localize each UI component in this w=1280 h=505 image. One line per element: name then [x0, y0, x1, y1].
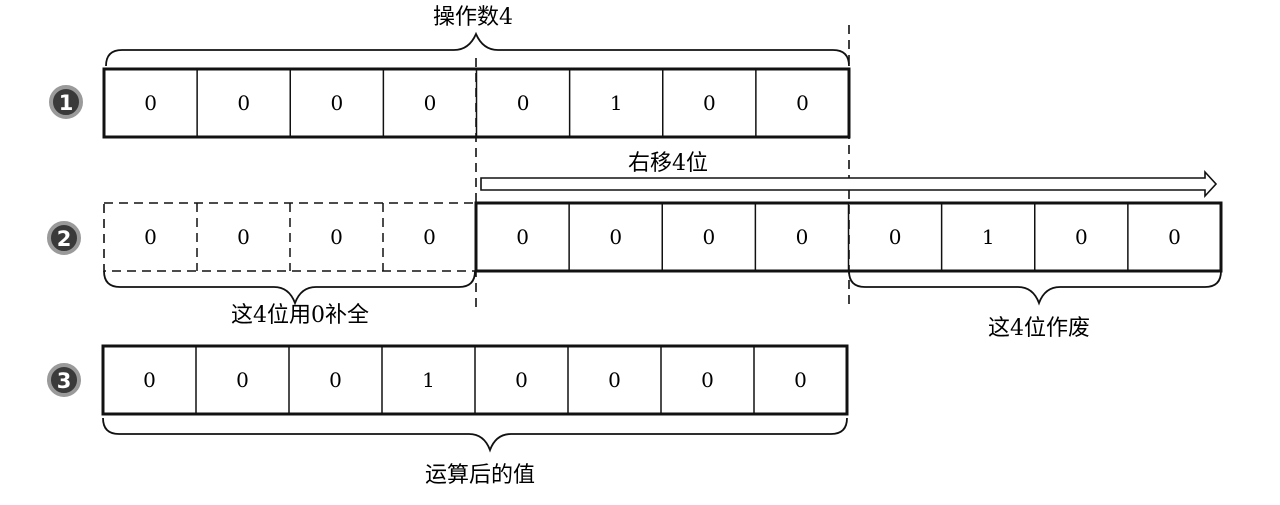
- bit-value: 0: [609, 225, 622, 249]
- step-badge-3: 3: [47, 363, 81, 397]
- bit-value: 0: [701, 368, 714, 392]
- zero-fill-row: 0 0 0 0: [103, 202, 477, 272]
- bit-value: 0: [516, 225, 529, 249]
- bit-value: 0: [237, 225, 250, 249]
- step-badge-1: 1: [49, 85, 83, 119]
- bit-value: 0: [796, 225, 809, 249]
- bit-value: 0: [144, 225, 157, 249]
- bit-value: 0: [236, 368, 249, 392]
- shift-arrow: [480, 169, 1218, 199]
- result-label: 运算后的值: [425, 463, 535, 488]
- bit-value: 0: [796, 91, 809, 115]
- bit-value: 0: [1168, 225, 1181, 249]
- bit-value: 0: [703, 91, 716, 115]
- discarded-label: 这4位作废: [988, 316, 1090, 341]
- shift-label: 右移4位: [628, 151, 708, 176]
- bit-value: 0: [1075, 225, 1088, 249]
- bit-value: 0: [330, 225, 343, 249]
- zero-fill-brace: [103, 270, 476, 306]
- step-badge-2: 2: [47, 221, 81, 255]
- bit-value: 1: [422, 368, 435, 392]
- bit-value: 0: [423, 225, 436, 249]
- step-number: 2: [57, 227, 72, 251]
- result-row: 0 0 0 1 0 0 0 0: [101, 344, 849, 416]
- bit-value: 1: [610, 91, 623, 115]
- bit-value: 0: [702, 225, 715, 249]
- bit-value: 0: [329, 368, 342, 392]
- bit-value: 0: [515, 368, 528, 392]
- bit-value: 0: [608, 368, 621, 392]
- step-number: 1: [59, 91, 74, 115]
- bit-value: 0: [143, 368, 156, 392]
- bit-value: 0: [330, 91, 343, 115]
- bit-value: 0: [237, 91, 250, 115]
- discarded-brace: [848, 270, 1222, 306]
- bit-value: 0: [144, 91, 157, 115]
- operand-row: 0 0 0 0 0 1 0 0: [102, 67, 851, 139]
- shifted-row: 0 0 0 0 0 1 0 0: [474, 201, 1223, 273]
- operand-label: 操作数4: [433, 5, 513, 30]
- zero-fill-label: 这4位用0补全: [231, 303, 369, 328]
- bit-value: 0: [794, 368, 807, 392]
- result-brace: [102, 417, 848, 453]
- step-number: 3: [57, 369, 72, 393]
- bit-value: 0: [424, 91, 437, 115]
- bit-value: 0: [517, 91, 530, 115]
- bit-value: 1: [982, 225, 995, 249]
- operand-brace: [105, 31, 850, 67]
- bit-value: 0: [889, 225, 902, 249]
